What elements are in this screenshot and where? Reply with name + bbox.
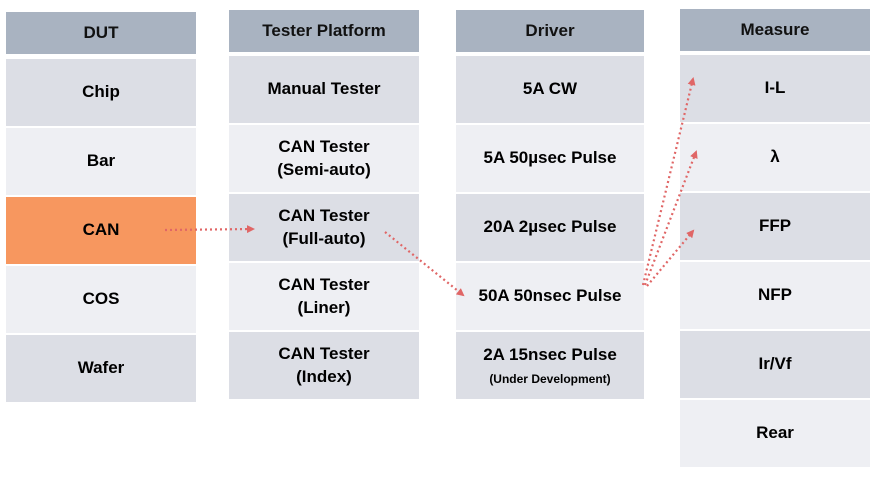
tester-full-auto-line2: (Full-auto) — [282, 228, 366, 248]
dut-bar-cell: Bar — [6, 128, 196, 195]
tester-full-auto-cell: CAN Tester (Full-auto) — [229, 194, 419, 261]
tester-column: Tester Platform Manual Tester CAN Tester… — [229, 10, 419, 402]
arrow-full-auto-to-50a-pulse — [384, 231, 465, 297]
tester-header: Tester Platform — [229, 10, 419, 52]
tester-liner-line1: CAN Tester — [278, 274, 370, 294]
tester-index-line1: CAN Tester — [278, 343, 370, 363]
measure-rear-cell: Rear — [680, 400, 870, 467]
tester-liner-cell: CAN Tester (Liner) — [229, 263, 419, 330]
measure-ir-vf-cell: Ir/Vf — [680, 331, 870, 398]
dut-can-cell: CAN — [6, 197, 196, 264]
tester-semi-auto-line1: CAN Tester — [278, 136, 370, 156]
driver-2a-15ns-cell: 2A 15nsec Pulse (Under Development) — [456, 332, 644, 399]
dut-wafer-cell: Wafer — [6, 335, 196, 402]
tester-index-line2: (Index) — [296, 366, 352, 386]
driver-header: Driver — [456, 10, 644, 52]
measure-il-cell: I-L — [680, 55, 870, 122]
tester-manual-cell: Manual Tester — [229, 56, 419, 123]
dut-cos-cell: COS — [6, 266, 196, 333]
tester-semi-auto-line2: (Semi-auto) — [277, 159, 371, 179]
driver-column: Driver 5A CW 5A 50µsec Pulse 20A 2µsec P… — [456, 10, 644, 402]
measure-ffp-cell: FFP — [680, 193, 870, 260]
dut-chip-cell: Chip — [6, 59, 196, 126]
arrow-50a-pulse-to-ffp — [646, 229, 695, 287]
measure-header: Measure — [680, 9, 870, 51]
driver-5a-50us-cell: 5A 50µsec Pulse — [456, 125, 644, 192]
driver-under-development-note: (Under Development) — [489, 371, 611, 386]
measure-column: Measure I-L λ FFP NFP Ir/Vf Rear — [680, 9, 870, 471]
dut-header: DUT — [6, 12, 196, 54]
driver-20a-2us-cell: 20A 2µsec Pulse — [456, 194, 644, 261]
dut-column: DUT Chip Bar CAN COS Wafer — [6, 12, 196, 404]
tester-full-auto-line1: CAN Tester — [278, 205, 370, 225]
driver-5a-cw-cell: 5A CW — [456, 56, 644, 123]
tester-index-cell: CAN Tester (Index) — [229, 332, 419, 399]
tester-semi-auto-cell: CAN Tester (Semi-auto) — [229, 125, 419, 192]
driver-2a-15ns-label: 2A 15nsec Pulse — [483, 344, 617, 364]
arrow-50a-pulse-to-il — [641, 77, 696, 286]
measure-nfp-cell: NFP — [680, 262, 870, 329]
arrow-50a-pulse-to-lambda — [643, 150, 698, 286]
tester-liner-line2: (Liner) — [297, 297, 351, 317]
arrow-can-to-full-auto — [164, 225, 255, 234]
tester-manual-label: Manual Tester — [267, 79, 381, 99]
driver-50a-50ns-cell: 50A 50nsec Pulse — [456, 263, 644, 330]
measure-lambda-cell: λ — [680, 124, 870, 191]
